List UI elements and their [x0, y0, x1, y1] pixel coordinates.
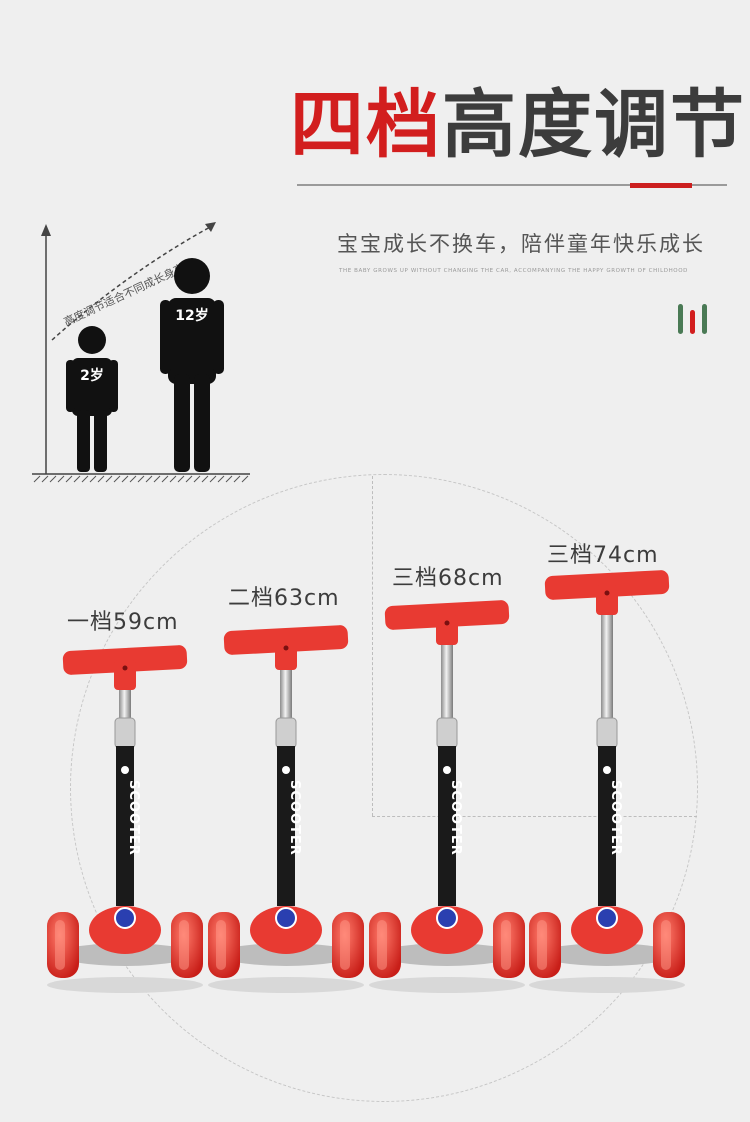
scooter-level-1: SCOOTER — [45, 0, 215, 1122]
decorative-circle — [70, 474, 698, 1102]
level-label-2: 二档63cm — [228, 586, 340, 611]
child-small-icon — [66, 326, 118, 472]
subtitle: 宝宝成长不换车，陪伴童年快乐成长 — [337, 232, 705, 256]
scooter-level-3: SCOOTER — [367, 0, 537, 1122]
scooter-brand-text: SCOOTER — [608, 780, 623, 856]
growth-illustration: 高度调节适合不同成长身高 2岁 12岁 — [32, 222, 250, 483]
title-highlight: 四档 — [290, 82, 442, 168]
scooter-graphic: SCOOTER — [529, 570, 685, 993]
subtitle-english: THE BABY GROWS UP WITHOUT CHANGING THE C… — [339, 268, 689, 274]
scooter-graphic: SCOOTER — [47, 645, 203, 993]
child-tall-icon — [160, 258, 224, 472]
child-tall-age: 12岁 — [175, 307, 208, 324]
scooter-graphic: SCOOTER — [369, 600, 525, 993]
scooter-level-2: SCOOTER — [206, 0, 376, 1122]
child-small-age: 2岁 — [80, 367, 104, 384]
scooter-brand-text: SCOOTER — [287, 780, 302, 856]
level-label-3: 三档68cm — [392, 566, 504, 591]
scooter-graphic: SCOOTER — [208, 625, 364, 993]
guide-line-vertical — [372, 476, 373, 816]
accent-bars-icon — [678, 304, 707, 334]
page-title: 四档高度调节 — [290, 80, 746, 170]
level-label-4: 三档74cm — [547, 543, 659, 568]
scooter-brand-text: SCOOTER — [126, 780, 141, 856]
title-divider — [297, 184, 727, 186]
guide-line-horizontal — [372, 816, 697, 817]
title-divider-accent — [630, 183, 692, 188]
title-main: 高度调节 — [442, 82, 746, 168]
scooter-brand-text: SCOOTER — [448, 780, 463, 856]
level-label-1: 一档59cm — [67, 610, 179, 635]
scooter-level-4: SCOOTER — [527, 0, 697, 1122]
